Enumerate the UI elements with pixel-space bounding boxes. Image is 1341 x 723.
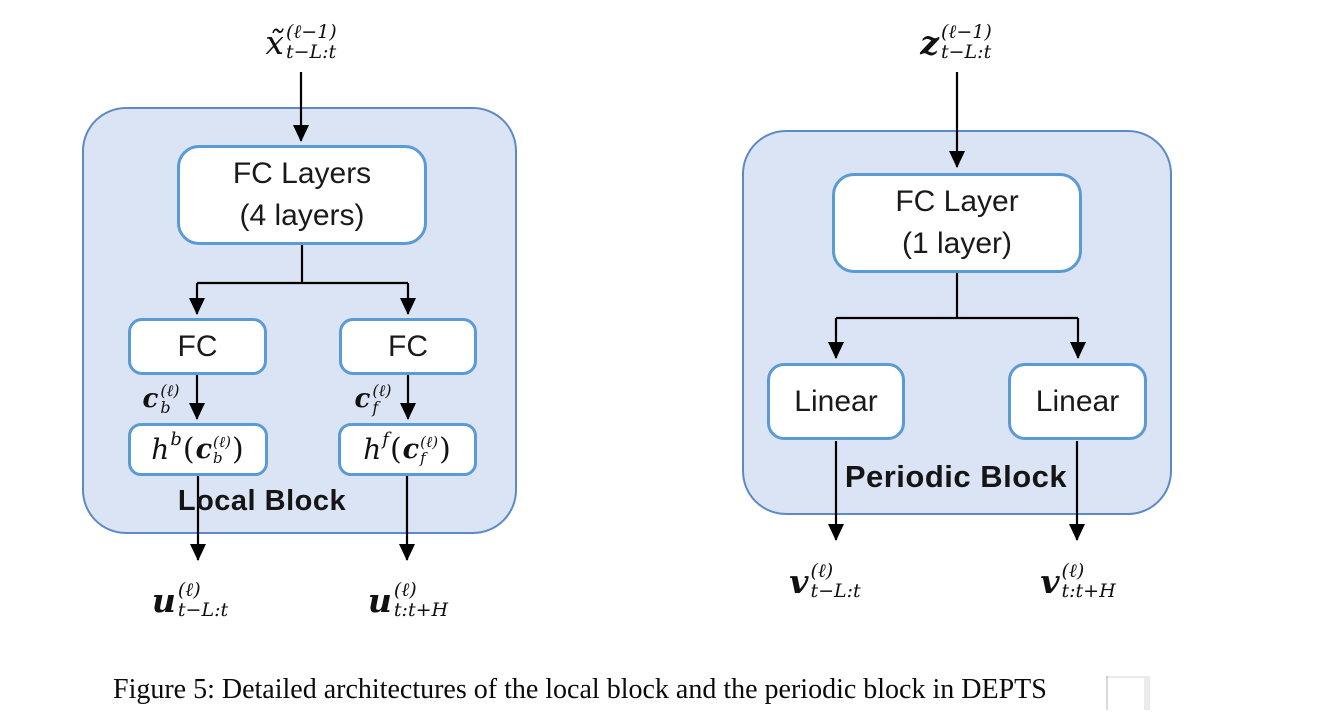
math-fn-sup: b xyxy=(170,429,182,450)
math-sup: (ℓ) xyxy=(810,560,834,583)
math-sub: t−L:t xyxy=(285,41,337,63)
fc-layer-line2: (1 layer) xyxy=(901,227,1013,260)
fc-right-box: FC xyxy=(339,318,477,375)
fc-left-box: FC xyxy=(128,318,267,375)
fc-left-label: FC xyxy=(177,329,218,363)
fc-layers-box: FC Layers (4 layers) xyxy=(177,145,427,245)
math-sub: t:t+H xyxy=(393,599,449,621)
c-b-edge-label: c(ℓ)b xyxy=(130,377,192,421)
linear-right-box: Linear xyxy=(1008,363,1147,440)
math-sub: t−L:t xyxy=(810,580,861,602)
fc-layer-line1: FC Layer xyxy=(895,185,1019,218)
math-sup: (ℓ) xyxy=(393,579,417,602)
local-output-right-label: u(ℓ)t:t+H xyxy=(348,574,468,626)
math-sub: t−L:t xyxy=(941,41,992,63)
math-sup: (ℓ) xyxy=(160,381,180,401)
math-sup: (ℓ−1) xyxy=(285,21,337,44)
fc-right-label: FC xyxy=(388,329,428,363)
math-base: c xyxy=(354,384,371,414)
math-base: v xyxy=(789,561,809,601)
math-arg-sup: (ℓ) xyxy=(213,432,231,451)
math-open-paren: ( xyxy=(182,432,195,467)
math-arg-base: c xyxy=(195,434,213,465)
math-sup: (ℓ) xyxy=(1061,560,1085,583)
caption-render-artifact xyxy=(1106,676,1150,710)
local-block-title: Local Block xyxy=(177,485,347,517)
math-sub: t−L:t xyxy=(177,599,229,621)
figure-caption: Figure 5: Detailed architectures of the … xyxy=(113,674,1047,705)
math-fn: h xyxy=(151,433,170,466)
fc-layers-line2: (4 layers) xyxy=(239,199,365,232)
local-input-label: x̃(ℓ−1)t−L:t xyxy=(240,16,362,68)
linear-left-box: Linear xyxy=(767,363,905,440)
periodic-block-title: Periodic Block xyxy=(844,459,1068,494)
math-base: x̃ xyxy=(265,22,284,62)
math-base: u xyxy=(367,580,392,620)
linear-left-label: Linear xyxy=(794,384,878,418)
periodic-output-right-label: v(ℓ)t:t+H xyxy=(1018,555,1138,607)
linear-right-label: Linear xyxy=(1035,384,1120,418)
math-fn-sup: f xyxy=(382,429,389,450)
math-sub: b xyxy=(160,398,171,417)
periodic-input-label: z(ℓ−1)t−L:t xyxy=(895,16,1017,68)
fc-layers-line1: FC Layers xyxy=(232,157,372,190)
math-close-paren: ) xyxy=(231,432,244,467)
math-base: u xyxy=(151,580,176,620)
fc-layer-box: FC Layer (1 layer) xyxy=(832,173,1082,273)
math-open-paren: ( xyxy=(389,432,402,467)
math-sup: (ℓ−1) xyxy=(941,21,992,44)
math-arg-sub: b xyxy=(213,448,223,467)
math-arg-base: c xyxy=(402,434,420,465)
periodic-output-left-label: v(ℓ)t−L:t xyxy=(765,555,885,607)
math-close-paren: ) xyxy=(439,432,451,467)
math-base: v xyxy=(1040,561,1060,601)
math-arg-sub: f xyxy=(420,448,426,467)
math-fn: h xyxy=(363,433,382,466)
local-output-left-label: u(ℓ)t−L:t xyxy=(130,574,250,626)
math-sub: t:t+H xyxy=(1061,580,1116,602)
math-base: c xyxy=(142,384,159,414)
math-sup: (ℓ) xyxy=(372,381,392,401)
math-sup: (ℓ) xyxy=(177,579,201,602)
math-base: z xyxy=(920,22,939,62)
c-f-edge-label: c(ℓ)f xyxy=(342,377,404,421)
math-arg-sup: (ℓ) xyxy=(420,432,439,451)
math-sub: f xyxy=(372,398,379,417)
